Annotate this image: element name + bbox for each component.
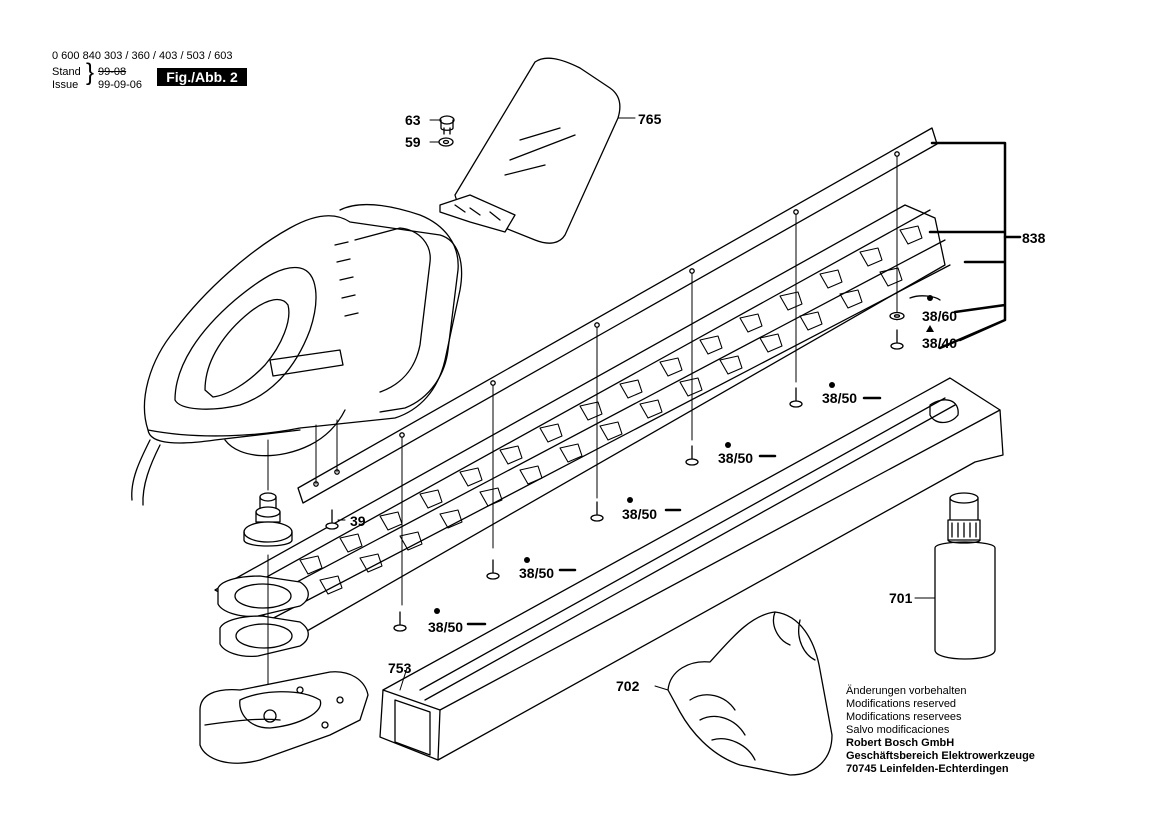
callout-701: 701 [889, 590, 913, 606]
bracket-838 [466, 141, 1022, 626]
company-name: Robert Bosch GmbH [846, 737, 955, 749]
part-numbers: 0 600 840 303 / 360 / 403 / 503 / 603 [52, 50, 233, 62]
note-line-3: Modifications reservees [846, 711, 962, 723]
leader-lines [337, 117, 936, 691]
stand-label: Stand [52, 66, 81, 78]
callout-38-50-a: 38/50 [822, 390, 858, 406]
callout-765: 765 [638, 111, 662, 127]
figure-label: Fig./Abb. 2 [157, 68, 247, 86]
callout-838: 838 [1022, 230, 1046, 246]
stand-value: 99-08 [98, 66, 127, 78]
callout-38-50-b: 38/50 [718, 450, 754, 466]
screw-63 [439, 115, 455, 135]
blade-sheath [379, 377, 1004, 761]
note-line-1: Änderungen vorbehalten [846, 685, 967, 697]
gear-cover [199, 671, 369, 764]
note-line-2: Modifications reserved [846, 698, 957, 710]
callout-702: 702 [616, 678, 640, 694]
brace: } [86, 59, 95, 86]
company-address: 70745 Leinfelden-Echterdingen [846, 763, 1009, 775]
cutting-blades [214, 204, 951, 658]
issue-label: Issue [52, 79, 79, 91]
screws-38-40-60 [889, 295, 941, 350]
motor-housing [131, 203, 463, 506]
gloves [667, 611, 833, 776]
notes-block: Änderungen vorbehalten Modifications res… [846, 685, 1035, 776]
screws-38-50 [325, 387, 803, 632]
callout-38-50-e: 38/50 [428, 619, 464, 635]
note-line-4: Salvo modificaciones [846, 724, 950, 736]
callout-38-60: 38/60 [922, 308, 958, 324]
issue-value: 99-09-06 [98, 79, 143, 91]
washer-59 [438, 137, 454, 147]
callout-59: 59 [405, 134, 421, 150]
drive-gear [243, 492, 293, 547]
callout-753: 753 [388, 660, 412, 676]
company-division: Geschäftsbereich Elektrowerkzeuge [846, 750, 1035, 762]
blade-guard [439, 57, 621, 244]
callout-38-50-c: 38/50 [622, 506, 658, 522]
callout-38-40: 38/40 [922, 335, 958, 351]
callout-63: 63 [405, 112, 421, 128]
oil-bottle [934, 492, 996, 660]
callout-38-50-d: 38/50 [519, 565, 555, 581]
callout-39: 39 [350, 513, 366, 529]
